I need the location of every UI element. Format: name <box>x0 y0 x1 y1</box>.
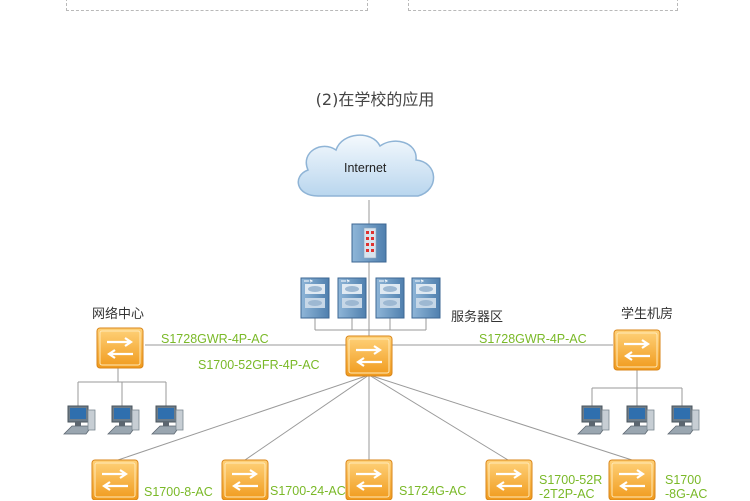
server-area-label: 服务器区 <box>451 310 504 325</box>
access-switch-3-label: S1724G-AC <box>399 484 467 498</box>
access-switch-icon <box>344 458 394 500</box>
student-lab-label: 学生机房 <box>621 307 674 322</box>
access-switch-icon <box>484 458 534 500</box>
left-agg-switch-label: S1728GWR-4P-AC <box>161 332 269 346</box>
access-switch-1-label: S1700-8-AC <box>144 485 213 499</box>
pc-icon <box>107 405 140 435</box>
network-center-label: 网络中心 <box>92 307 145 322</box>
pc-icon <box>667 405 700 435</box>
access-switch-5-label-line1: S1700 <box>665 473 702 487</box>
access-switch-2-label: S1700-24-AC <box>270 484 346 498</box>
pc-icon <box>622 405 655 435</box>
access-switch-5-label-line2: -8G-AC <box>665 487 708 501</box>
pc-icon <box>577 405 610 435</box>
core-switch-label: S1700-52GFR-4P-AC <box>198 358 320 372</box>
right-agg-switch-label: S1728GWR-4P-AC <box>479 332 587 346</box>
student-lab-switch-icon <box>612 328 662 372</box>
access-switch-4-label-line2: -2T2P-AC <box>539 487 595 501</box>
top-panel-right <box>408 0 678 11</box>
pc-icon <box>63 405 96 435</box>
access-switch-icon <box>220 458 270 500</box>
diagram-title: (2)在学校的应用 <box>315 90 435 109</box>
internet-label: Internet <box>344 161 387 175</box>
internet-cloud-icon <box>297 134 435 197</box>
pc-icon <box>151 405 184 435</box>
top-panel-left <box>66 0 368 11</box>
access-switch-4-label-line1: S1700-52R <box>539 473 603 487</box>
server-icon <box>300 277 330 319</box>
network-center-switch-icon <box>95 326 145 370</box>
core-switch-icon <box>344 334 394 378</box>
access-switch-icon <box>90 458 140 500</box>
firewall-icon <box>351 223 387 263</box>
access-switch-icon <box>607 458 657 500</box>
server-icon <box>375 277 405 319</box>
server-icon <box>411 277 441 319</box>
server-icon <box>337 277 367 319</box>
